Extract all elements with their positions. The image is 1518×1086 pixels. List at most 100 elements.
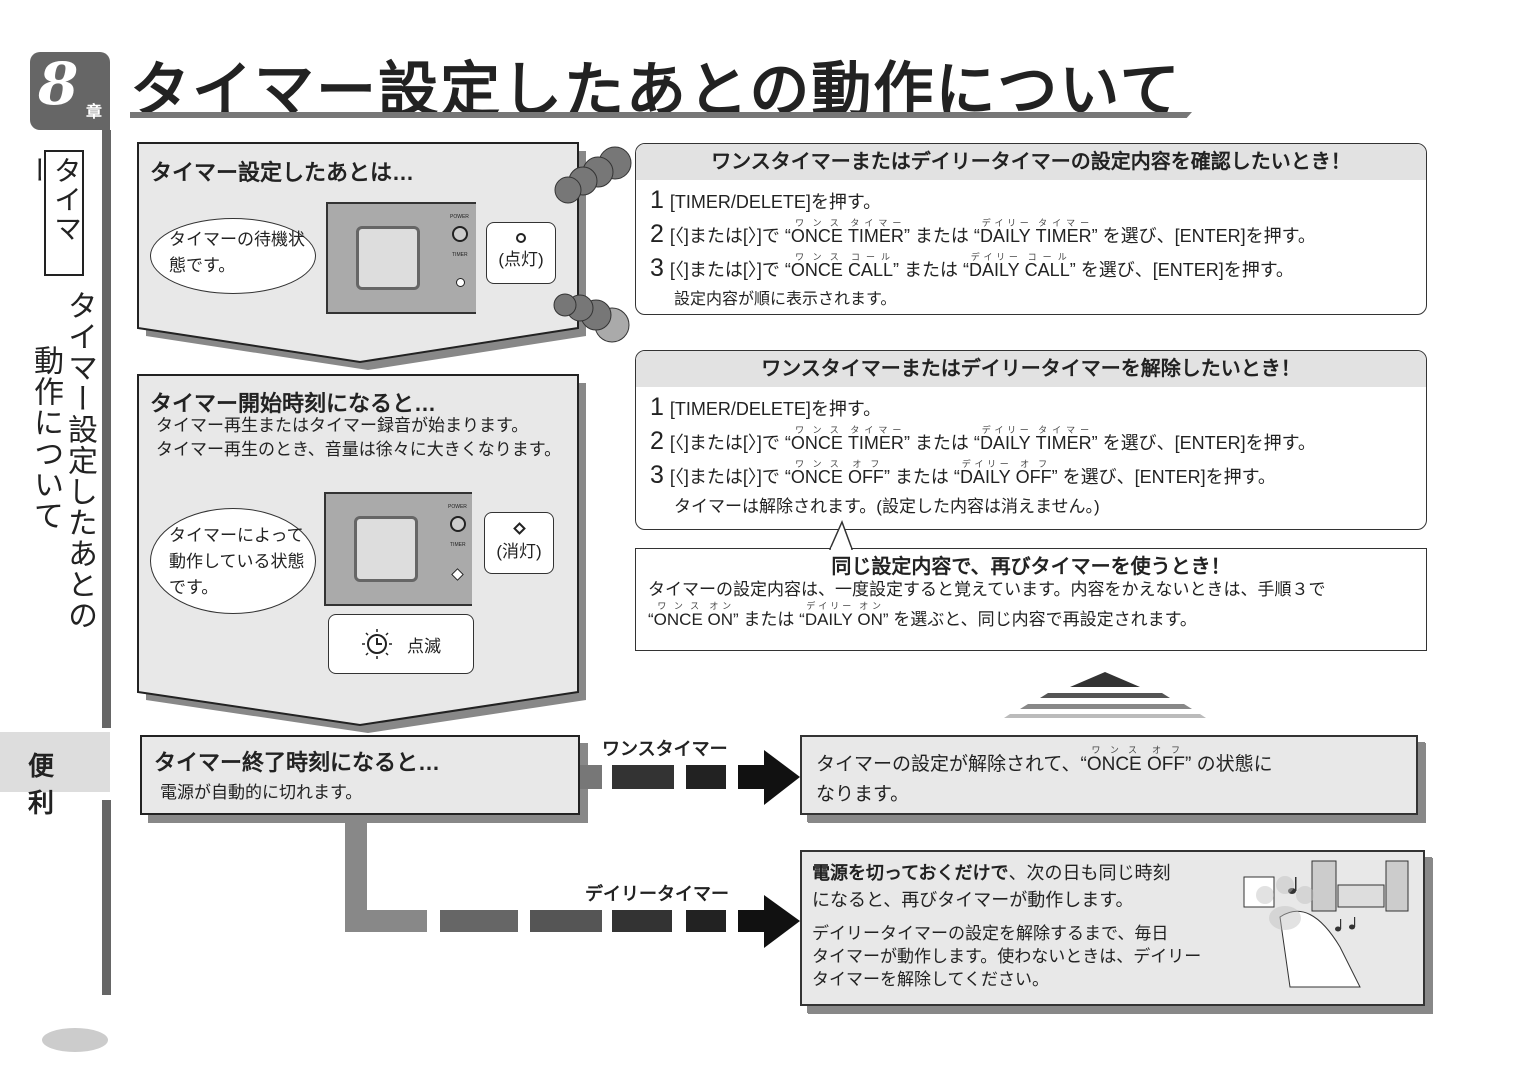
ruby-reading: デイリー	[804, 601, 853, 611]
word: DAILY	[979, 433, 1031, 453]
ruby-word: TIMERタイマー	[847, 426, 904, 454]
ruby-word: CALLコール	[847, 253, 893, 281]
text-run: ” を選ぶと、同じ内容で再設定されます。	[882, 610, 1197, 629]
device-display	[356, 226, 420, 290]
ruby-word: CALLコール	[1025, 253, 1070, 281]
ruby-word: OFFオフ	[1147, 746, 1185, 776]
text-run: [〈]または[〉]で “	[669, 433, 791, 453]
ruby-word: OFFオフ	[847, 460, 884, 488]
text-run: [TIMER/DELETE]を押す。	[669, 399, 882, 419]
ruby-reading: ワンス	[653, 601, 703, 611]
step-number: 1	[650, 393, 664, 421]
ruby-word: ONCEワンス	[790, 253, 843, 281]
blink-text: 点滅	[407, 636, 441, 656]
device-illustration: POWER TIMER	[326, 202, 476, 314]
side-title-2: 動作について	[29, 345, 62, 531]
ruby-word: ONCEワンス	[791, 219, 843, 247]
word: TIMER	[1035, 226, 1092, 246]
word: DAILY	[968, 260, 1020, 280]
daily-line2: になると、再びタイマーが動作します。	[812, 890, 1134, 910]
scroll-curl-icon	[553, 146, 632, 343]
ruby-word: DAILYデイリー	[980, 219, 1031, 247]
chapter-tab: 8 章	[30, 50, 110, 130]
word: TIMER	[847, 433, 904, 453]
music-note-icon	[1288, 877, 1356, 932]
device-illustration: POWER TIMER	[324, 492, 472, 606]
daily-arrow	[345, 820, 800, 948]
led-on-icon	[516, 233, 526, 243]
daily-timer-label: デイリータイマー	[585, 884, 729, 904]
indicator-off-callout: (消灯)	[484, 512, 554, 574]
ruby-reading: デイリー	[979, 218, 1031, 228]
stereo-person-illustration	[1243, 860, 1409, 988]
daily-line1: 、次の日も同じ時刻	[1008, 863, 1171, 883]
indicator-text: (消灯)	[496, 542, 542, 561]
word: ONCE	[790, 260, 843, 280]
ruby-word: ONCEワンス	[790, 426, 843, 454]
power-button-icon	[450, 516, 466, 532]
word: ON	[857, 610, 883, 629]
section-tab: タイマー	[23, 150, 84, 276]
timer-button-icon	[451, 568, 464, 581]
side-bar	[102, 800, 111, 995]
ruby-word: DAILYデイリー	[968, 253, 1020, 281]
blink-callout: 点滅	[328, 614, 474, 674]
step-1: 1[TIMER/DELETE]を押す。	[636, 184, 1426, 218]
ruby-reading: オフ	[847, 459, 884, 469]
daily-line4: タイマーが動作します。使わないときは、デイリー	[812, 947, 1202, 966]
word: DAILY	[959, 467, 1011, 487]
text-run: ” の状態に	[1185, 754, 1273, 775]
text-run: ” または “	[903, 433, 980, 453]
ruby-word: ONCEワンス	[790, 460, 843, 488]
ruby-word: ONオン	[708, 602, 734, 630]
ruby-reading: コール	[847, 252, 893, 262]
ruby-reading: デイリー	[968, 252, 1020, 262]
step-number: 1	[650, 186, 664, 214]
cancel-panel: ワンスタイマーまたはデイリータイマーを解除したいとき！ 1[TIMER/DELE…	[635, 350, 1427, 530]
ruby-reading: タイマー	[847, 425, 904, 435]
cancel-note: タイマーは解除されます。(設定した内容は消えません。)	[674, 497, 1100, 516]
step-2: 2[〈]または[〉]で “ONCEワンス TIMERタイマー” または “DAI…	[636, 218, 1426, 252]
text-run: タイマーの設定が解除されて、“	[816, 754, 1087, 775]
reuse-line1: タイマーの設定内容は、一度設定すると覚えています。内容をかえないときは、手順３で	[648, 580, 1326, 599]
reuse-header: 同じ設定内容で、再びタイマーを使うとき！	[831, 556, 1231, 578]
ruby-word: TIMERタイマー	[1035, 426, 1092, 454]
step-3: 3[〈]または[〉]で “ONCEワンス OFFオフ” または “DAILYデイ…	[636, 459, 1426, 493]
device-display	[354, 516, 418, 582]
ruby-word: TIMERタイマー	[1035, 219, 1092, 247]
text-run: ” または “	[892, 260, 969, 280]
daily-line3: デイリータイマーの設定を解除するまで、毎日	[812, 924, 1169, 943]
word: OFF	[847, 467, 884, 487]
title-underline	[130, 112, 1192, 118]
word: CALL	[847, 260, 893, 280]
once-result-line1: タイマーの設定が解除されて、“ONCEワンス OFFオフ” の状態に	[816, 745, 1416, 780]
text-run: ” または “	[733, 610, 805, 629]
text-run: ” を選び、[ENTER]を押す。	[1051, 467, 1276, 487]
step-number: 3	[650, 254, 664, 282]
text-run: ” または “	[883, 467, 960, 487]
side-bar	[102, 130, 111, 728]
text-run: ” を選び、[ENTER]を押す。	[1069, 260, 1294, 280]
ruby-reading: タイマー	[1035, 425, 1092, 435]
once-result-box: タイマーの設定が解除されて、“ONCEワンス OFFオフ” の状態に なります。	[800, 735, 1418, 815]
box3-text: 電源が自動的に切れます。	[160, 783, 363, 802]
text-run: ” を選び、[ENTER]を押す。	[1091, 433, 1316, 453]
word: OFF	[1147, 754, 1185, 775]
text-run: [〈]または[〉]で “	[669, 260, 791, 280]
confirm-panel: ワンスタイマーまたはデイリータイマーの設定内容を確認したいとき！ 1[TIMER…	[635, 143, 1427, 315]
word: DAILY	[804, 610, 853, 629]
step-3: 3[〈]または[〉]で “ONCEワンス CALLコール” または “DAILY…	[636, 252, 1426, 286]
word: TIMER	[1035, 433, 1092, 453]
word: ONCE	[790, 433, 843, 453]
side-title-1: タイマー設定したあとの	[63, 290, 96, 631]
ruby-word: TIMERタイマー	[848, 219, 904, 247]
ruby-reading: ワンス	[790, 252, 843, 262]
ruby-reading: ワンス	[790, 218, 843, 228]
text-run: ” または “	[903, 226, 980, 246]
ruby-word: DAILYデイリー	[959, 460, 1011, 488]
word: ONCE	[790, 467, 843, 487]
ruby-reading: オフ	[1147, 745, 1185, 755]
box2-line2: タイマー再生のとき、音量は徐々に大きくなります。	[156, 440, 562, 459]
reuse-panel: 同じ設定内容で、再びタイマーを使うとき！ タイマーの設定内容は、一度設定すると覚…	[635, 548, 1427, 651]
ruby-word: ONCEワンス	[1087, 746, 1142, 776]
